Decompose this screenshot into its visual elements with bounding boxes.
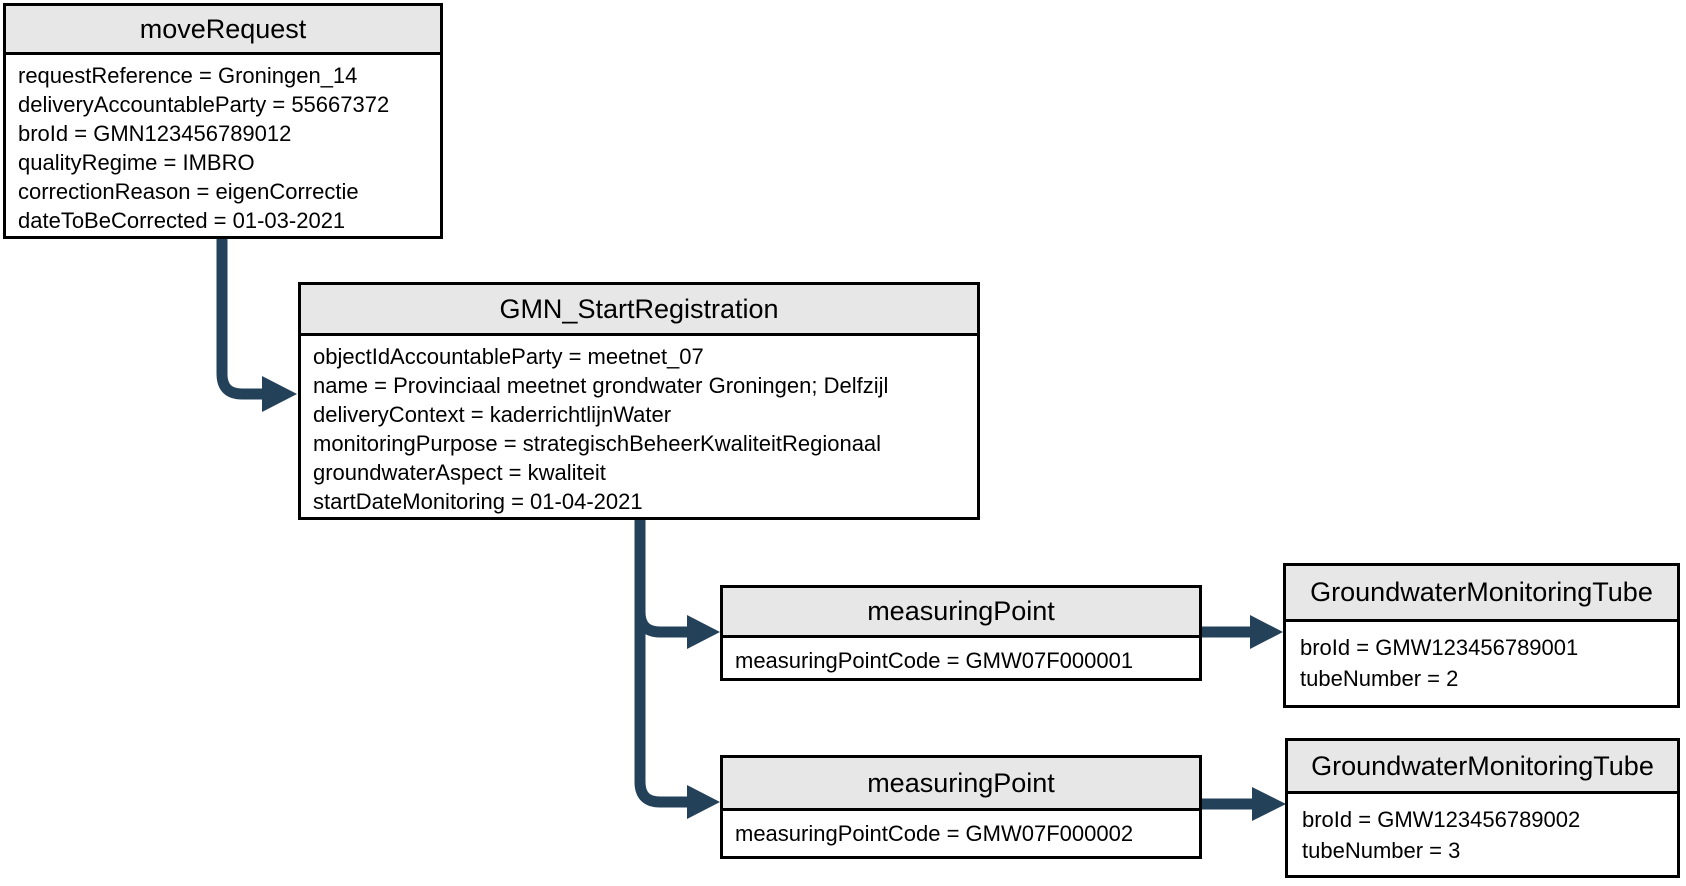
node-body: measuringPointCode = GMW07F000002 xyxy=(723,811,1199,854)
attribute-line: broId = GMW123456789002 xyxy=(1302,807,1581,832)
node-body: objectIdAccountableParty = meetnet_07 na… xyxy=(301,336,977,522)
connector-gmn-to-measuringpoint-1 xyxy=(634,517,687,638)
node-groundwater-tube-2: GroundwaterMonitoringTube broId = GMW123… xyxy=(1285,738,1680,878)
node-header: moveRequest xyxy=(6,6,440,55)
node-header: GroundwaterMonitoringTube xyxy=(1286,566,1677,622)
node-title: GroundwaterMonitoringTube xyxy=(1311,750,1654,781)
arrow-head-icon xyxy=(262,376,297,412)
node-move-request: moveRequest requestReference = Groningen… xyxy=(3,3,443,239)
node-header: measuringPoint xyxy=(723,588,1199,638)
node-gmn-start-registration: GMN_StartRegistration objectIdAccountabl… xyxy=(298,282,980,520)
node-header: GroundwaterMonitoringTube xyxy=(1288,741,1677,794)
attribute-line: tubeNumber = 2 xyxy=(1300,666,1459,691)
attribute-line: deliveryContext = kaderrichtlijnWater xyxy=(313,402,672,427)
attribute-line: name = Provinciaal meetnet grondwater Gr… xyxy=(313,373,889,398)
connector-gmn-to-measuringpoint-2 xyxy=(634,517,687,808)
attribute-line: objectIdAccountableParty = meetnet_07 xyxy=(313,344,704,369)
node-measuring-point-1: measuringPoint measuringPointCode = GMW0… xyxy=(720,585,1202,681)
attribute-line: qualityRegime = IMBRO xyxy=(18,150,255,175)
attribute-line: startDateMonitoring = 01-04-2021 xyxy=(313,489,643,514)
node-body: broId = GMW123456789001 tubeNumber = 2 xyxy=(1286,622,1677,704)
node-title: GMN_StartRegistration xyxy=(499,293,779,324)
attribute-line: tubeNumber = 3 xyxy=(1302,838,1461,863)
attribute-line: measuringPointCode = GMW07F000002 xyxy=(735,821,1134,846)
attribute-line: dateToBeCorrected = 01-03-2021 xyxy=(18,208,346,233)
attribute-line: correctionReason = eigenCorrectie xyxy=(18,179,359,204)
attribute-line: requestReference = Groningen_14 xyxy=(18,63,358,88)
attribute-line: measuringPointCode = GMW07F000001 xyxy=(735,648,1134,673)
node-body: broId = GMW123456789002 tubeNumber = 3 xyxy=(1288,794,1677,876)
node-body: measuringPointCode = GMW07F000001 xyxy=(723,638,1199,681)
arrow-head-icon xyxy=(687,785,720,819)
node-measuring-point-2: measuringPoint measuringPointCode = GMW0… xyxy=(720,755,1202,859)
arrow-head-icon xyxy=(687,615,720,649)
node-groundwater-tube-1: GroundwaterMonitoringTube broId = GMW123… xyxy=(1283,563,1680,708)
node-title: measuringPoint xyxy=(867,767,1055,798)
attribute-line: deliveryAccountableParty = 55667372 xyxy=(18,92,390,117)
node-title: measuringPoint xyxy=(867,596,1055,626)
attribute-line: monitoringPurpose = strategischBeheerKwa… xyxy=(313,431,882,456)
arrow-head-icon xyxy=(1250,615,1283,649)
node-header: GMN_StartRegistration xyxy=(301,285,977,336)
node-title: GroundwaterMonitoringTube xyxy=(1310,577,1653,607)
attribute-line: broId = GMW123456789001 xyxy=(1300,635,1579,660)
arrow-head-icon xyxy=(1252,787,1286,821)
attribute-line: broId = GMN123456789012 xyxy=(18,121,292,146)
node-body: requestReference = Groningen_14 delivery… xyxy=(6,55,440,241)
node-header: measuringPoint xyxy=(723,758,1199,811)
attribute-line: groundwaterAspect = kwaliteit xyxy=(313,460,606,485)
connector-moverequest-to-gmn xyxy=(216,236,262,400)
node-title: moveRequest xyxy=(139,13,307,44)
